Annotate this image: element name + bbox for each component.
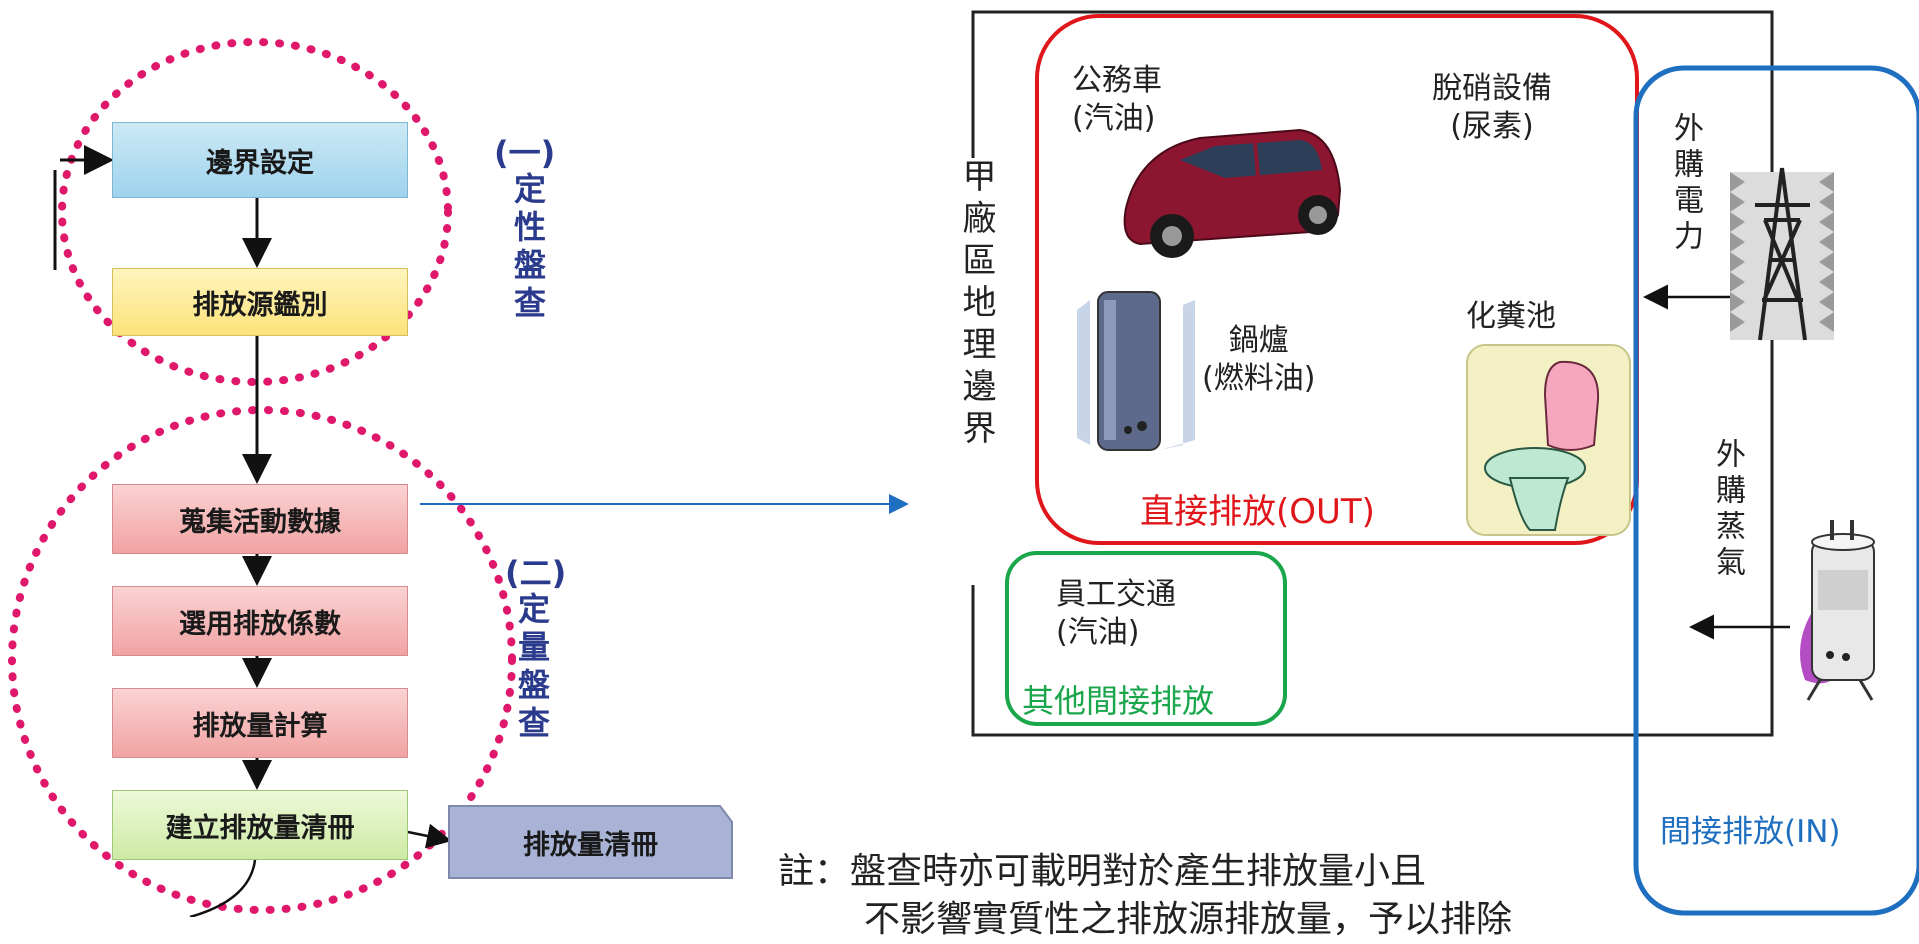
boundary-setting-box: 邊界設定 xyxy=(112,122,408,198)
employee-commute-label: 員工交通 (汽油) xyxy=(1056,576,1176,651)
boundary-setting-label: 邊界設定 xyxy=(206,147,314,179)
official-car-title: 公務車 xyxy=(1072,63,1162,98)
inventory-document: 排放量清冊 xyxy=(449,806,732,878)
quantitative-dotted-circle xyxy=(8,406,516,914)
note-line-1: 註：盤查時亦可載明對於產生排放量小且 xyxy=(778,851,1427,892)
note: 註：盤查時亦可載明對於產生排放量小且 不影響實質性之排放源排放量，予以排除 xyxy=(778,848,1512,944)
denox-fuel: (尿素) xyxy=(1450,108,1534,144)
indirect-emission-label: 間接排放(IN) xyxy=(1660,814,1841,850)
emission-calculation-label: 排放量計算 xyxy=(192,710,328,742)
quantitative-number: (二) xyxy=(505,554,567,592)
source-identification-label: 排放源鑑別 xyxy=(192,289,328,321)
note-line-2: 不影響實質性之排放源排放量，予以排除 xyxy=(864,899,1513,940)
direct-emission-label: 直接排放(OUT) xyxy=(1140,492,1375,532)
official-car-label: 公務車 (汽油) xyxy=(1072,62,1162,137)
quantitative-label: 定量盤查 xyxy=(513,592,551,744)
source-identification-box: 排放源鑑別 xyxy=(112,268,408,336)
inventory-document-label: 排放量清冊 xyxy=(523,829,658,861)
boiler-fuel: (燃料油) xyxy=(1202,360,1316,396)
qualitative-number: (一) xyxy=(494,134,556,172)
site-boundary-label: 甲廠區地理邊界 xyxy=(956,158,996,452)
indirect-emission-region xyxy=(1633,65,1919,916)
build-inventory-label: 建立排放量清冊 xyxy=(165,812,355,844)
boiler-title: 鍋爐 xyxy=(1228,323,1289,358)
employee-commute-title: 員工交通 xyxy=(1056,577,1176,612)
purchased-steam-label: 外購蒸氣 xyxy=(1710,438,1745,582)
collect-activity-data-box: 蒐集活動數據 xyxy=(112,484,408,554)
boiler-label: 鍋爐 (燃料油) xyxy=(1202,322,1315,397)
collect-activity-data-label: 蒐集活動數據 xyxy=(179,506,341,538)
build-inventory-box: 建立排放量清冊 xyxy=(112,790,408,860)
diagram-lines xyxy=(8,10,1919,917)
qualitative-label: 定性盤查 xyxy=(509,172,547,324)
select-emission-factor-label: 選用排放係數 xyxy=(179,608,341,640)
emission-calculation-box: 排放量計算 xyxy=(112,688,408,758)
other-indirect-region xyxy=(1005,551,1287,726)
official-car-fuel: (汽油) xyxy=(1072,100,1156,136)
septic-tank-label: 化糞池 xyxy=(1466,299,1556,334)
purchased-power-label: 外購電力 xyxy=(1668,112,1703,256)
site-boundary-frame xyxy=(971,10,1774,737)
denox-title: 脫硝設備 xyxy=(1432,71,1552,106)
arrow-build-to-inventory xyxy=(407,823,452,849)
other-indirect-label: 其他間接排放 xyxy=(1022,682,1215,720)
qualitative-dotted-circle xyxy=(58,38,452,386)
select-emission-factor-box: 選用排放係數 xyxy=(112,586,408,656)
denox-label: 脫硝設備 (尿素) xyxy=(1432,70,1552,145)
employee-commute-fuel: (汽油) xyxy=(1056,614,1140,650)
